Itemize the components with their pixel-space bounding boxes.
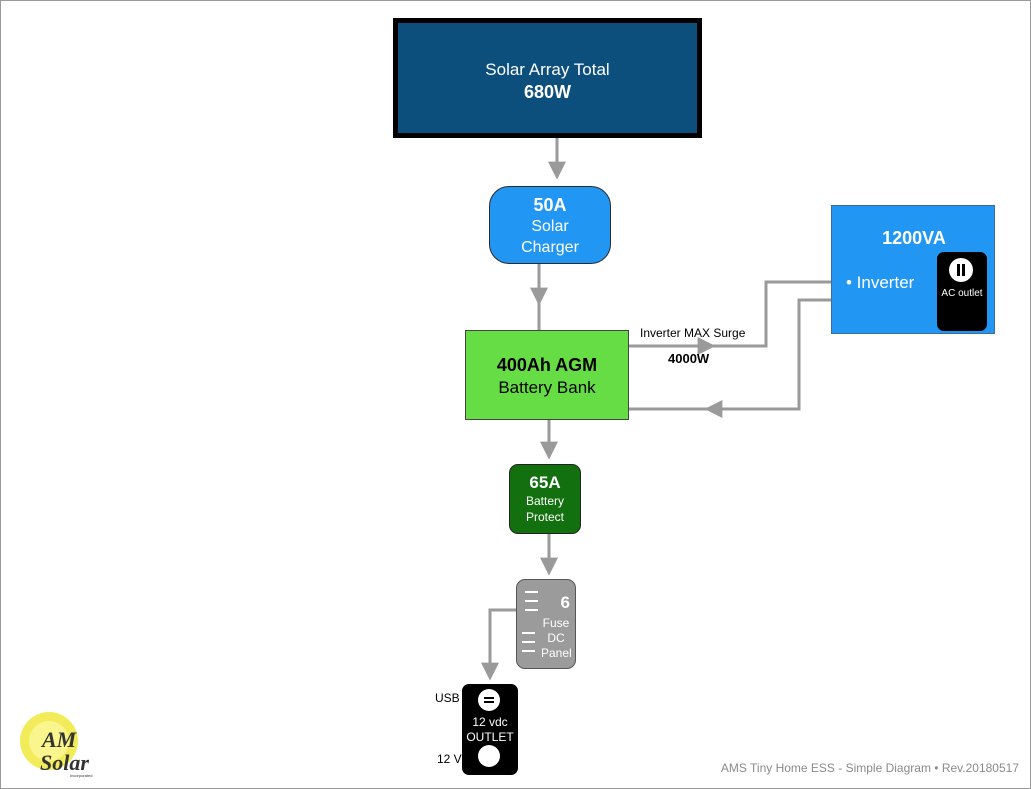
12v-pointer-label: 12 V -> bbox=[437, 752, 477, 766]
wire-inverter-to-battery bbox=[629, 298, 831, 411]
dc-outlet-label: 12 vdc OUTLET bbox=[462, 715, 518, 745]
fuse-count: 6 bbox=[560, 593, 570, 612]
battery-label: Battery Bank bbox=[498, 378, 596, 397]
charger-label-2: Charger bbox=[521, 239, 579, 256]
dc-outlet-voltage: 12 vdc bbox=[472, 715, 508, 729]
am-solar-logo: AM Solar Incorporated bbox=[20, 712, 92, 778]
solar-charger-box: 50A Solar Charger bbox=[489, 186, 611, 264]
12v-socket-icon bbox=[478, 745, 500, 767]
inverter-surge-value: 4000W bbox=[668, 351, 710, 366]
fuse-label-3: Panel bbox=[541, 646, 572, 660]
usb-pointer-label: USB -> bbox=[435, 691, 475, 705]
charger-amps: 50A bbox=[533, 195, 567, 215]
logo-am: AM bbox=[40, 727, 78, 752]
battery-protect-box: 65A Battery Protect bbox=[509, 464, 581, 534]
fuse-slot-icon bbox=[525, 609, 538, 611]
solar-array-title: Solar Array Total bbox=[485, 60, 610, 79]
dc-outlet-title: OUTLET bbox=[466, 730, 514, 744]
protect-label-1: Battery bbox=[525, 494, 564, 508]
logo-incorporated: Incorporated bbox=[70, 773, 92, 778]
wire-fuse-to-outlet bbox=[488, 608, 516, 670]
battery-bank-box: 400Ah AGM Battery Bank bbox=[465, 330, 629, 420]
logo-solar: Solar bbox=[40, 750, 89, 775]
ac-outlet-label: AC outlet bbox=[941, 288, 983, 299]
ac-outlet: AC outlet bbox=[937, 252, 987, 331]
diagram-footer: AMS Tiny Home ESS - Simple Diagram • Rev… bbox=[720, 761, 1019, 775]
fuse-slot-icon bbox=[522, 632, 535, 634]
inverter-rating: 1200VA bbox=[882, 228, 946, 248]
battery-capacity: 400Ah AGM bbox=[496, 355, 598, 375]
dc-outlet-box: 12 vdc OUTLET bbox=[462, 684, 518, 775]
fuse-slot-icon bbox=[522, 641, 535, 643]
fuse-label-1: Fuse bbox=[542, 616, 570, 630]
protect-amps: 65A bbox=[529, 473, 561, 492]
fuse-slot-icon bbox=[525, 591, 538, 593]
fuse-label-2: DC bbox=[547, 631, 565, 645]
fuse-slot-icon bbox=[525, 600, 538, 602]
fuse-panel-label: Fuse DC Panel bbox=[541, 616, 572, 661]
inverter-label: • Inverter bbox=[846, 273, 915, 292]
usb-port-icon bbox=[478, 689, 500, 711]
fuse-slot-icon bbox=[522, 650, 535, 652]
protect-label-2: Protect bbox=[525, 510, 564, 524]
inverter-box: 1200VA • Inverter AC outlet bbox=[831, 205, 995, 334]
ac-plug-icon bbox=[949, 258, 973, 282]
charger-label-1: Solar bbox=[531, 218, 569, 235]
solar-array-watts: 680W bbox=[523, 82, 572, 102]
inverter-surge-label: Inverter MAX Surge bbox=[640, 326, 746, 340]
fuse-panel-box: 6 Fuse DC Panel bbox=[516, 579, 576, 669]
solar-array-box: Solar Array Total 680W bbox=[393, 18, 702, 138]
